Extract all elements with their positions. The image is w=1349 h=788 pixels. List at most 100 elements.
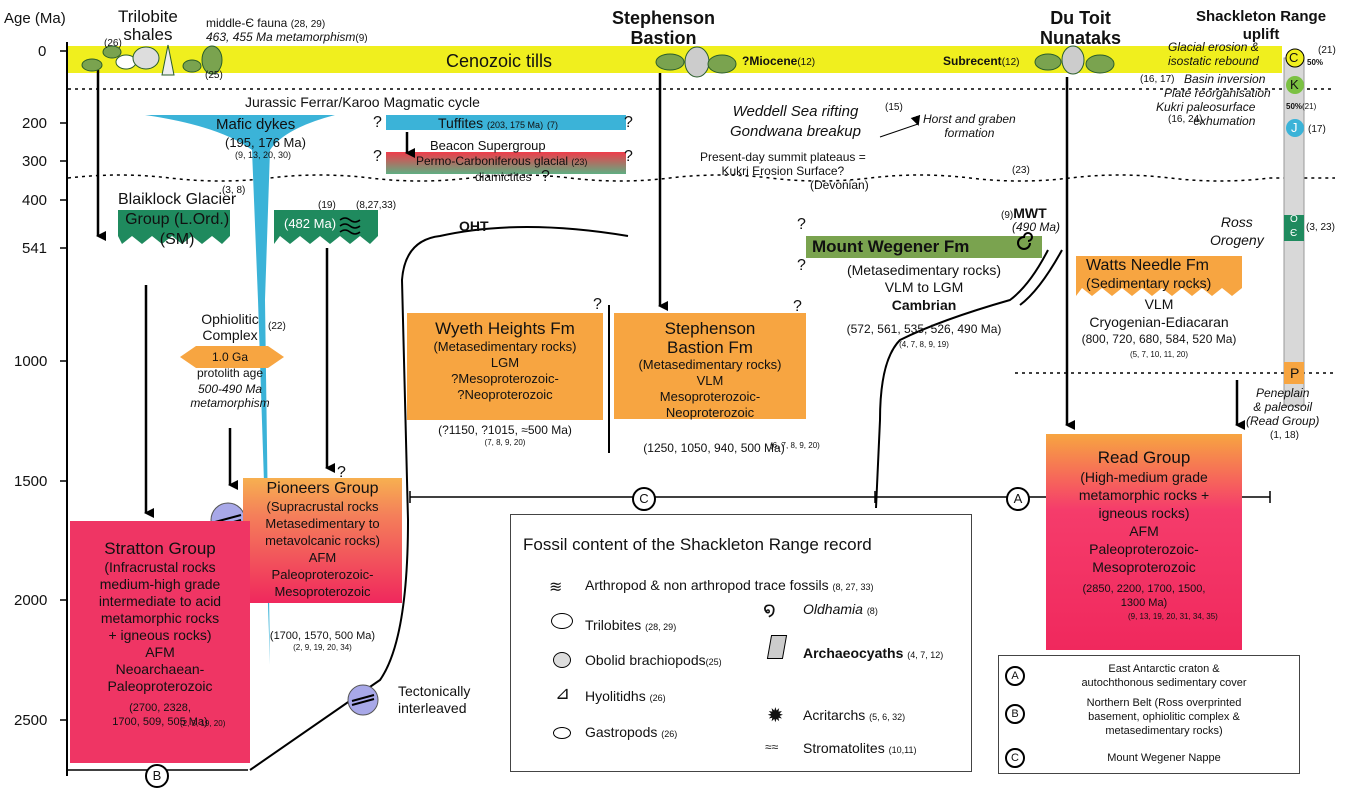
wegener-period: Cambrian [891,297,957,313]
pioneers-desc: (Supracrustal rocks Metasedimentary to m… [265,499,380,599]
plateaus-note: Present-day summit plateaus = Kukri Eros… [700,150,866,178]
pioneers-ref: (2, 9, 19, 20, 34) [293,643,352,652]
wegener-name: Mount Wegener Fm [812,237,970,256]
legend-c-text: Mount Wegener Nappe [1107,752,1221,764]
weddell-ref: (15) [885,102,903,113]
peneplain-note: Peneplain & paleosoil (Read Group) [1246,386,1320,428]
uplift-p-bar [1284,362,1304,384]
q-steph-1: ? [793,298,802,315]
watts-ages: (800, 720, 680, 584, 520 Ma) [1081,332,1237,346]
diamictites-label: diamictites [475,170,532,184]
read-ref: (9, 13, 19, 20, 31, 34, 35) [1128,612,1218,621]
watts-desc: (Sedimentary rocks) [1086,275,1212,291]
age-482: (482 Ma) [284,216,337,231]
ref-19: (19) [318,200,336,211]
stratton-desc: (Infracrustal rocks medium-high grade in… [98,559,222,694]
wyeth-ref: (7, 8, 9, 20) [484,438,526,447]
brachiopod-icon [553,652,571,668]
uplift-oe-bar [1284,215,1304,241]
oc-ref: (3, 23) [1306,222,1335,233]
trilobite-ref2: (25) [205,70,223,81]
kukri-note: Kukri paleosurface exhumation [1156,100,1256,128]
stratton-name: Stratton Group [104,539,216,558]
wyeth-name: Wyeth Heights Fm [435,319,575,338]
glacial-ref: (21) [1318,45,1336,56]
stratton-ages: (2700, 2328, 1700, 509, 505 Ma) [112,702,208,728]
q-pioneers: ? [337,464,346,481]
q-tuffites-l: ? [373,114,382,131]
read-ages: (2850, 2200, 1700, 1500, 1300 Ma) [1082,583,1206,609]
ophiolitic-protolith: protolith age [196,366,264,380]
wegener-ref: (4, 7, 8, 9, 19) [899,340,949,349]
hyolith-icon: ⊿ [555,683,571,703]
pct-1: 50% [1307,58,1324,67]
legend-a-text: East Antarctic craton & autochthonous se… [1081,663,1247,689]
wegener-desc: (Metasedimentary rocks) VLM to LGM [846,262,1002,295]
stephenson-fm-ref: (6, 7, 8, 9, 20) [770,441,820,450]
legend-item-stromatolites: Stromatolites (10,11) [803,740,917,756]
mwt-thrust-line [875,249,1049,509]
stratton-box: Stratton Group (Infracrustal rocks mediu… [70,521,250,763]
q-diamictites: ? [541,168,550,185]
oldhamia-symbol [1017,232,1033,250]
watts-ref: (5, 7, 10, 11, 20) [1129,350,1189,359]
uplift-c-letter: C [1289,50,1299,65]
permo-bar [386,152,626,174]
tick-2000: 2000 [14,592,48,609]
middle-fauna: middle-Є fauna (28, 29) [206,16,326,30]
fossil-legend: Fossil content of the Shackleton Range r… [510,514,972,772]
stromatolite-icon: ≈≈ [765,740,779,754]
tick-1500: 1500 [14,473,48,490]
stephenson-header: Stephenson Bastion [612,8,716,48]
tick-541: 541 [22,240,48,257]
tick-400: 400 [22,192,48,209]
legend-item-acritarchs: Acritarchs (5, 6, 32) [803,707,906,723]
blaiklock-label: Blaiklock Glacier Group (L.Ord.) (SM) [118,191,237,248]
beacon-label: Beacon Supergroup [430,138,546,153]
uplift-p-letter: P [1290,365,1300,381]
arrows [96,70,1245,518]
mwt-thrust-line-2 [1019,249,1063,306]
basin-ref: (16, 17) [1140,74,1175,85]
stephenson-fm-desc: (Metasedimentary rocks) VLM Mesoproteroz… [638,357,782,420]
ophiolitic-hexagon [180,346,284,368]
blaiklock-ref: (3, 8) [222,185,246,196]
subrecent-label: Subrecent(12) [943,54,1020,68]
legend-item-trace: Arthropod & non arthropod trace fossils … [585,577,874,593]
tick-0: 0 [38,43,47,60]
jurassic-title: Jurassic Ferrar/Karoo Magmatic cycle [245,94,480,110]
mount-wegener-bar [806,236,1042,258]
uplift-o-letter: O [1290,214,1298,225]
cenozoic-label: Cenozoic tills [446,51,553,71]
gastropod-icon [553,727,571,739]
read-box: Read Group (High-medium grade metamorphi… [1046,434,1242,650]
trilobite-ref: (26) [104,38,122,49]
cenozoic-fossil-cluster-mid [655,46,737,78]
stephenson-fm-name: Stephenson Bastion Fm [664,319,756,357]
watts-period: Cryogenian-Ediacaran [1089,314,1229,330]
tectonic-disc-legend [347,684,379,716]
dotted-wavy-line [67,174,1335,182]
legend-item-hyolith: Hyolitidhs (26) [585,688,666,704]
metamorphism-note: 463, 455 Ma metamorphism(9) [206,30,368,44]
uplift-header: Shackleton Range uplift [1196,8,1327,43]
stratton-ref: (2, 3, 19, 20) [180,719,226,728]
stephenson-fm-box: Stephenson Bastion Fm (Metasedimentary r… [614,313,806,420]
legend-b-text: Northern Belt (Ross overprinted basement… [1086,697,1242,737]
trilobite-header: Trilobite shales [118,7,178,44]
uplift-c-disc [1285,48,1305,68]
blaiklock-bar [118,210,230,244]
tick-200: 200 [22,115,48,132]
q-wegener-2: ? [797,257,806,274]
wegener-ages: (572, 561, 535, 526, 490 Ma) [846,322,1002,336]
tuffites-bar [386,115,626,130]
pioneers-box: Pioneers Group (Supracrustal rocks Metas… [243,478,402,603]
q-tuffites-r: ? [624,114,633,131]
legend-item-trilobites: Trilobites (28, 29) [585,617,677,633]
ophiolitic-ref: (22) [268,321,286,332]
permo-label: Permo-Carboniferous glacial (23) [416,154,588,168]
trace-fossil-icon: ≋ [549,579,563,596]
watts-name: Watts Needle Fm [1086,257,1209,274]
age-axis-ticks [60,50,67,721]
legend-circle-a: A [1005,666,1025,686]
